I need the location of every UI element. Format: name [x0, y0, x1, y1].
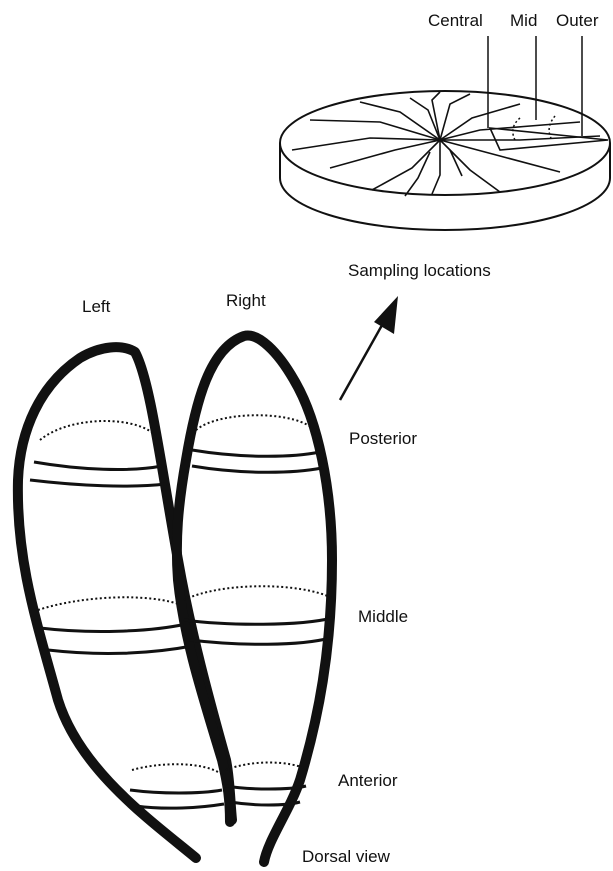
outer-zone-label: Outer — [556, 12, 599, 29]
left-lobe — [18, 347, 232, 858]
left-posterior-band — [30, 462, 166, 486]
right-anterior-dotted — [226, 763, 308, 771]
mid-zone-label: Mid — [510, 12, 537, 29]
left-middle-dotted — [38, 597, 184, 610]
left-lobe-label: Left — [82, 298, 110, 315]
right-middle-dotted — [184, 586, 332, 600]
anterior-label: Anterior — [338, 772, 398, 789]
sampling-arrow — [340, 296, 398, 400]
right-lobe-outline — [177, 335, 332, 862]
right-lobe-label: Right — [226, 292, 266, 309]
left-middle-band — [40, 624, 192, 653]
middle-label: Middle — [358, 608, 408, 625]
left-posterior-dotted — [40, 421, 158, 440]
right-posterior-band — [192, 450, 322, 472]
left-lobe-outline — [18, 347, 232, 858]
right-middle-band — [184, 618, 332, 644]
tissue-slice-disc — [280, 36, 610, 230]
left-anterior-dotted — [132, 764, 218, 772]
central-zone-label: Central — [428, 12, 483, 29]
sampling-locations-label: Sampling locations — [348, 262, 491, 279]
right-lobe — [177, 335, 332, 862]
left-anterior-band — [130, 790, 224, 808]
dorsal-view-label: Dorsal view — [302, 848, 390, 865]
posterior-label: Posterior — [349, 430, 417, 447]
right-posterior-dotted — [196, 415, 316, 432]
disc-top-face — [280, 91, 610, 195]
